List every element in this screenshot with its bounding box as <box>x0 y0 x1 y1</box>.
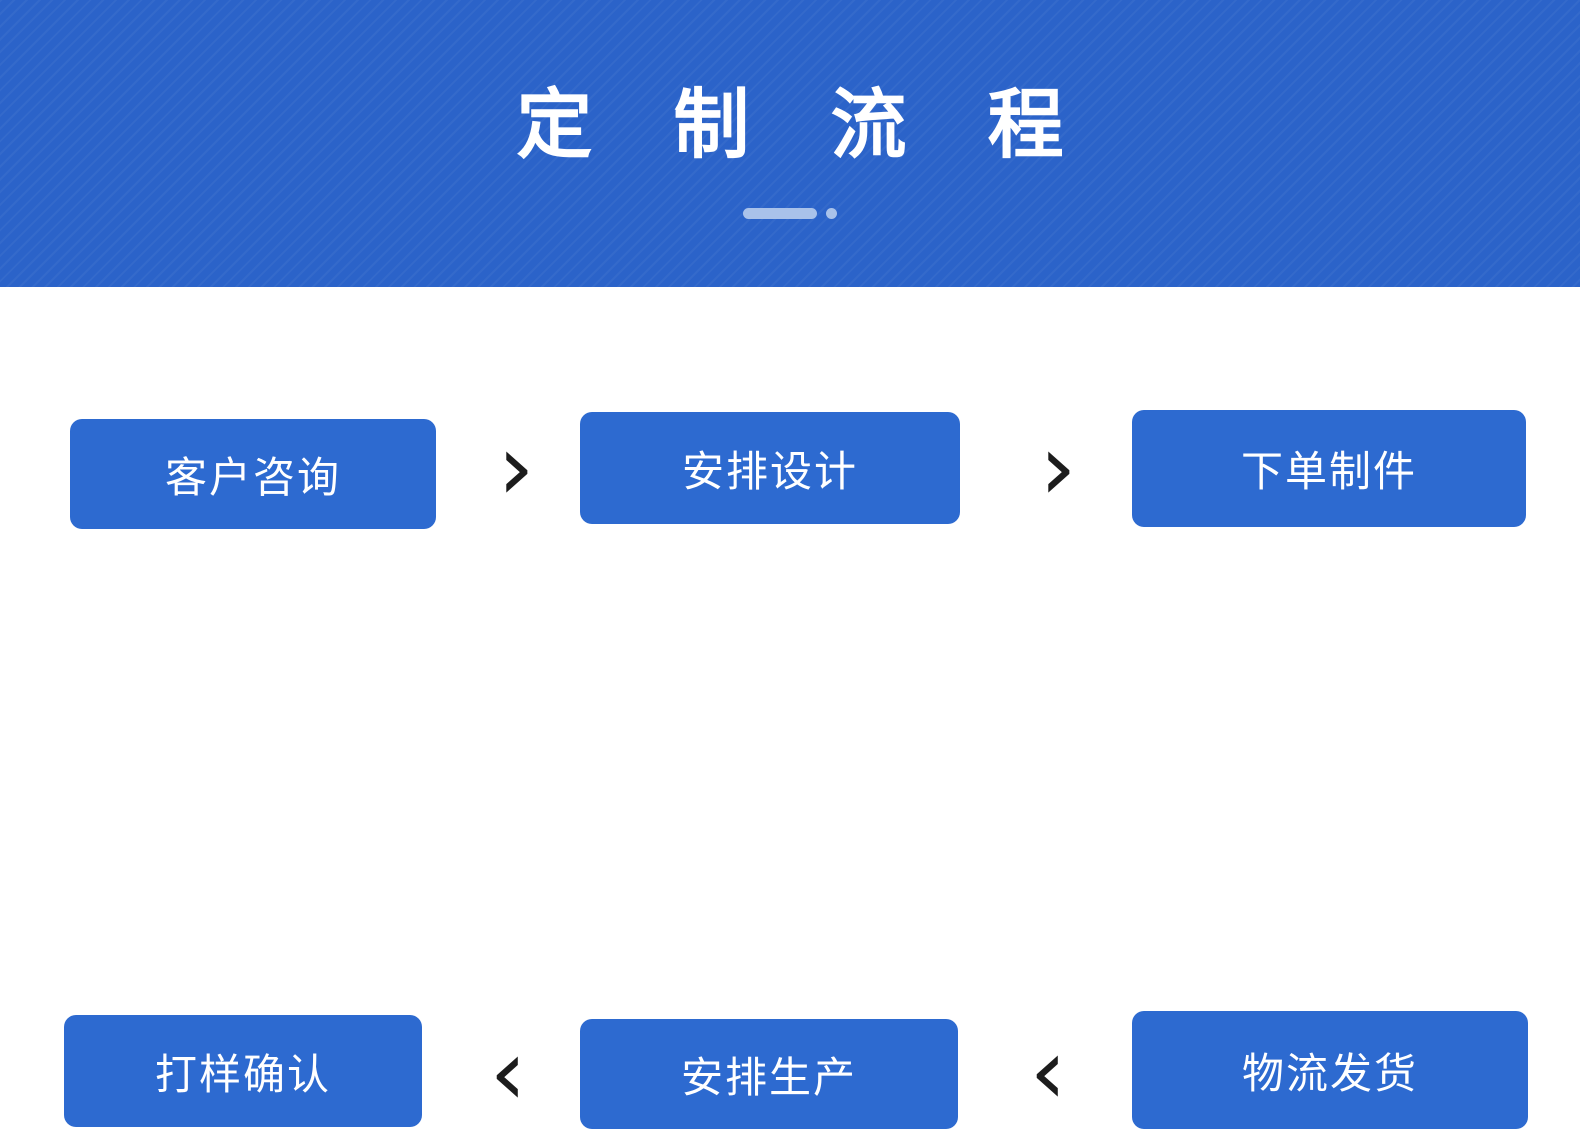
flow-step-customer-consultation[interactable]: 客户咨询 <box>70 419 436 529</box>
flow-step-arrange-design[interactable]: 安排设计 <box>580 412 960 524</box>
chevron-right-icon: › <box>497 414 535 521</box>
page-header-banner: 定 制 流 程 <box>0 0 1580 287</box>
chevron-left-icon: ‹ <box>489 1019 527 1126</box>
flow-row-1: 客户咨询 › 安排设计 › 下单制件 <box>0 287 1580 587</box>
chevron-right-icon: › <box>1039 413 1077 521</box>
process-flow-diagram: 客户咨询 › 安排设计 › 下单制件 打样确认 ‹ 安排生产 ‹ 物流发货 <box>0 287 1580 1129</box>
flow-step-arrange-production[interactable]: 安排生产 <box>580 1019 958 1129</box>
flow-step-sample-confirmation[interactable]: 打样确认 <box>64 1015 422 1127</box>
chevron-left-icon: ‹ <box>1029 1018 1067 1125</box>
accent-dot <box>826 208 837 219</box>
flow-row-2: 打样确认 ‹ 安排生产 ‹ 物流发货 <box>0 587 1580 1129</box>
flow-step-place-order-manufacture[interactable]: 下单制件 <box>1132 410 1526 527</box>
title-underline-decoration <box>0 208 1580 219</box>
page-title: 定 制 流 程 <box>516 83 1094 168</box>
flow-step-logistics-shipping[interactable]: 物流发货 <box>1132 1011 1528 1129</box>
accent-bar <box>743 208 817 219</box>
